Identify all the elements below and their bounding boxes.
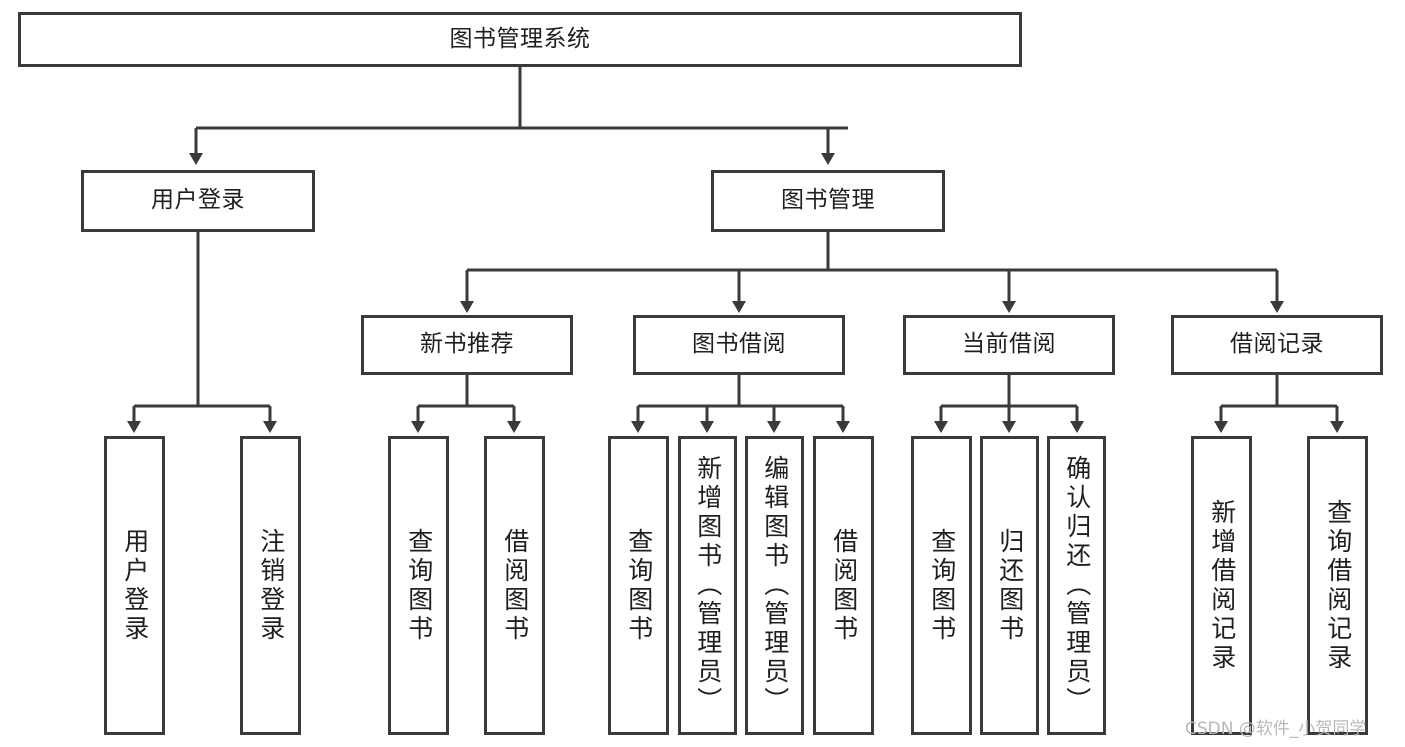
leaf-add-record[interactable]: 新增借阅记录 (1191, 436, 1252, 735)
leaf-borrow-book-1[interactable]: 借阅图书 (484, 436, 545, 735)
leaf-logout-login[interactable]: 注销登录 (240, 436, 301, 735)
node-label: 确认归还（管理员） (1062, 455, 1092, 716)
node-label: 新增图书（管理员） (693, 455, 723, 716)
node-label: 图书管理系统 (449, 25, 591, 52)
node-label: 借阅图书 (829, 527, 859, 644)
node-label: 查询图书 (404, 527, 434, 644)
node-label: 借阅图书 (500, 527, 530, 644)
node-label: 用户登录 (151, 187, 245, 214)
node-borrow-record[interactable]: 借阅记录 (1171, 315, 1383, 375)
leaf-borrow-book-2[interactable]: 借阅图书 (813, 436, 874, 735)
node-label: 查询图书 (624, 527, 654, 644)
node-label: 用户登录 (120, 527, 150, 644)
leaf-query-book-3[interactable]: 查询图书 (911, 436, 972, 735)
node-book-borrow[interactable]: 图书借阅 (633, 315, 845, 375)
node-label: 新书推荐 (420, 331, 514, 358)
leaf-confirm-return[interactable]: 确认归还（管理员） (1047, 436, 1106, 735)
node-label: 查询借阅记录 (1323, 498, 1353, 673)
node-label: 查询图书 (927, 527, 957, 644)
leaf-query-book-2[interactable]: 查询图书 (608, 436, 669, 735)
node-label: 编辑图书（管理员） (760, 455, 790, 716)
watermark-text: CSDN @软件_小贺同学 (1185, 719, 1367, 739)
leaf-query-book-1[interactable]: 查询图书 (388, 436, 449, 735)
node-label: 图书管理 (781, 187, 875, 214)
node-label: 借阅记录 (1230, 331, 1324, 358)
node-label: 图书借阅 (692, 331, 786, 358)
node-current-borrow[interactable]: 当前借阅 (903, 315, 1115, 375)
node-label: 注销登录 (256, 527, 286, 644)
leaf-query-record[interactable]: 查询借阅记录 (1307, 436, 1368, 735)
node-user-login[interactable]: 用户登录 (81, 170, 315, 232)
leaf-add-book[interactable]: 新增图书（管理员） (678, 436, 737, 735)
node-label: 当前借阅 (962, 331, 1056, 358)
node-book-manage[interactable]: 图书管理 (711, 170, 945, 232)
leaf-return-book[interactable]: 归还图书 (980, 436, 1039, 735)
leaf-edit-book[interactable]: 编辑图书（管理员） (745, 436, 804, 735)
node-root[interactable]: 图书管理系统 (18, 12, 1022, 67)
node-label: 归还图书 (995, 527, 1025, 644)
leaf-user-login[interactable]: 用户登录 (104, 436, 165, 735)
node-new-book-recommend[interactable]: 新书推荐 (361, 315, 573, 375)
node-label: 新增借阅记录 (1207, 498, 1237, 673)
